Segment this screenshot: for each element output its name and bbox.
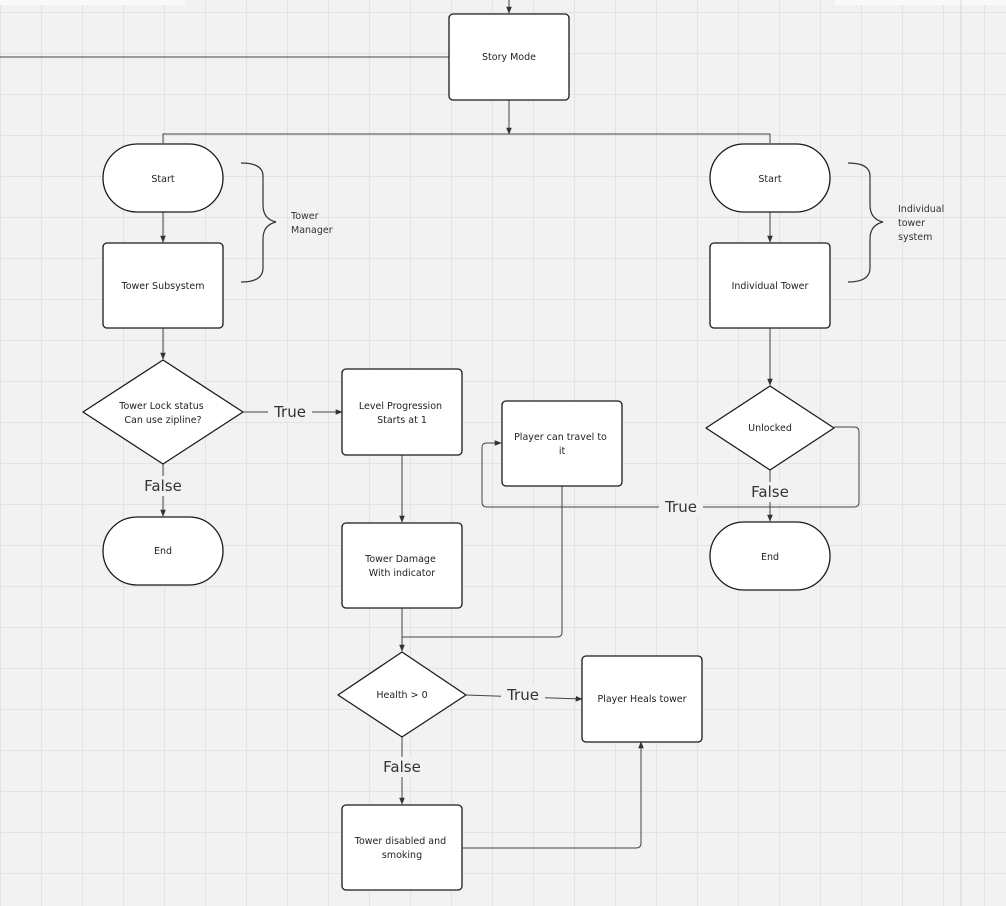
edge-label-health-false: False xyxy=(383,758,421,776)
edge-split-branch xyxy=(162,133,771,143)
node-tower-lock-decision[interactable]: Tower Lock status Can use zipline? xyxy=(82,359,244,465)
node-player-heals[interactable]: Player Heals tower xyxy=(581,655,703,743)
node-player-travel-line2: it xyxy=(559,446,566,457)
brace-individual-system-line2: tower xyxy=(898,218,925,229)
node-player-travel[interactable]: Player can travel to it xyxy=(501,400,623,487)
node-story-mode-label: Story Mode xyxy=(482,52,536,63)
node-tower-disabled-line1: Tower disabled and xyxy=(354,836,446,847)
edge-label-lock-true: True xyxy=(273,403,306,421)
edge-label-unlocked-false: False xyxy=(751,483,789,501)
node-end-left-label: End xyxy=(154,546,172,557)
node-tower-disabled-line2: smoking xyxy=(382,850,422,861)
edge-disabled-to-heals xyxy=(462,741,644,849)
node-health-label: Health > 0 xyxy=(376,690,427,701)
node-tower-lock-line2: Can use zipline? xyxy=(124,415,201,426)
node-tower-lock-line1: Tower Lock status xyxy=(118,401,203,412)
node-individual-tower-label: Individual Tower xyxy=(732,281,809,292)
node-level-progression-line1: Level Progression xyxy=(359,401,442,412)
node-level-progression[interactable]: Level Progression Starts at 1 xyxy=(341,368,463,456)
node-player-travel-line1: Player can travel to xyxy=(514,432,607,443)
node-start-left-label: Start xyxy=(151,174,174,185)
node-unlocked-decision[interactable]: Unlocked xyxy=(705,385,835,471)
svg-text:Individual tower s: Individual tower system xyxy=(898,204,947,243)
node-story-mode[interactable]: Story Mode xyxy=(448,13,570,101)
node-tower-subsystem[interactable]: Tower Subsystem xyxy=(102,242,224,329)
node-tower-damage-line1: Tower Damage xyxy=(364,554,436,565)
brace-individual-system: Individual tower system xyxy=(847,162,947,283)
brace-individual-system-line3: system xyxy=(898,232,932,243)
canvas-panel-strip-left xyxy=(0,0,185,5)
brace-tower-manager-line1: Tower xyxy=(290,211,319,222)
brace-individual-system-line1: Individual xyxy=(898,204,944,215)
svg-text:Level Progression Starts: Level Progression Starts at 1 xyxy=(359,401,445,426)
svg-text:Tower Lock status Can us: Tower Lock status Can use zipline? xyxy=(118,401,206,426)
brace-tower-manager: Tower Manager xyxy=(240,162,333,283)
svg-text:Tower Damage With indica: Tower Damage With indicator xyxy=(364,554,439,579)
node-start-right[interactable]: Start xyxy=(709,143,831,213)
svg-text:Tower disabled and smoki: Tower disabled and smoking xyxy=(354,836,449,861)
node-end-right-label: End xyxy=(761,552,779,563)
edge-label-unlocked-true: True xyxy=(664,498,697,516)
node-tower-damage-line2: With indicator xyxy=(369,568,436,579)
edge-labels: True False False True True False xyxy=(140,402,793,777)
edge-travel-to-health xyxy=(402,486,563,638)
svg-text:Player can travel to it: Player can travel to it xyxy=(514,432,610,457)
node-end-left[interactable]: End xyxy=(102,516,224,586)
node-start-left[interactable]: Start xyxy=(102,143,224,213)
node-tower-disabled[interactable]: Tower disabled and smoking xyxy=(341,804,463,891)
edge-label-lock-false: False xyxy=(144,477,182,495)
node-health-decision[interactable]: Health > 0 xyxy=(337,651,467,738)
node-individual-tower[interactable]: Individual Tower xyxy=(709,242,831,329)
node-player-heals-label: Player Heals tower xyxy=(597,694,686,705)
node-start-right-label: Start xyxy=(758,174,781,185)
edge-label-health-true: True xyxy=(506,686,539,704)
canvas-panel-strip-right xyxy=(835,0,1006,5)
node-end-right[interactable]: End xyxy=(709,521,831,591)
node-tower-damage[interactable]: Tower Damage With indicator xyxy=(341,522,463,609)
node-level-progression-line2: Starts at 1 xyxy=(377,415,427,426)
svg-text:Tower Manager: Tower Manager xyxy=(290,211,333,236)
node-tower-subsystem-label: Tower Subsystem xyxy=(121,281,205,292)
node-unlocked-label: Unlocked xyxy=(748,423,792,434)
brace-tower-manager-line2: Manager xyxy=(291,225,333,236)
